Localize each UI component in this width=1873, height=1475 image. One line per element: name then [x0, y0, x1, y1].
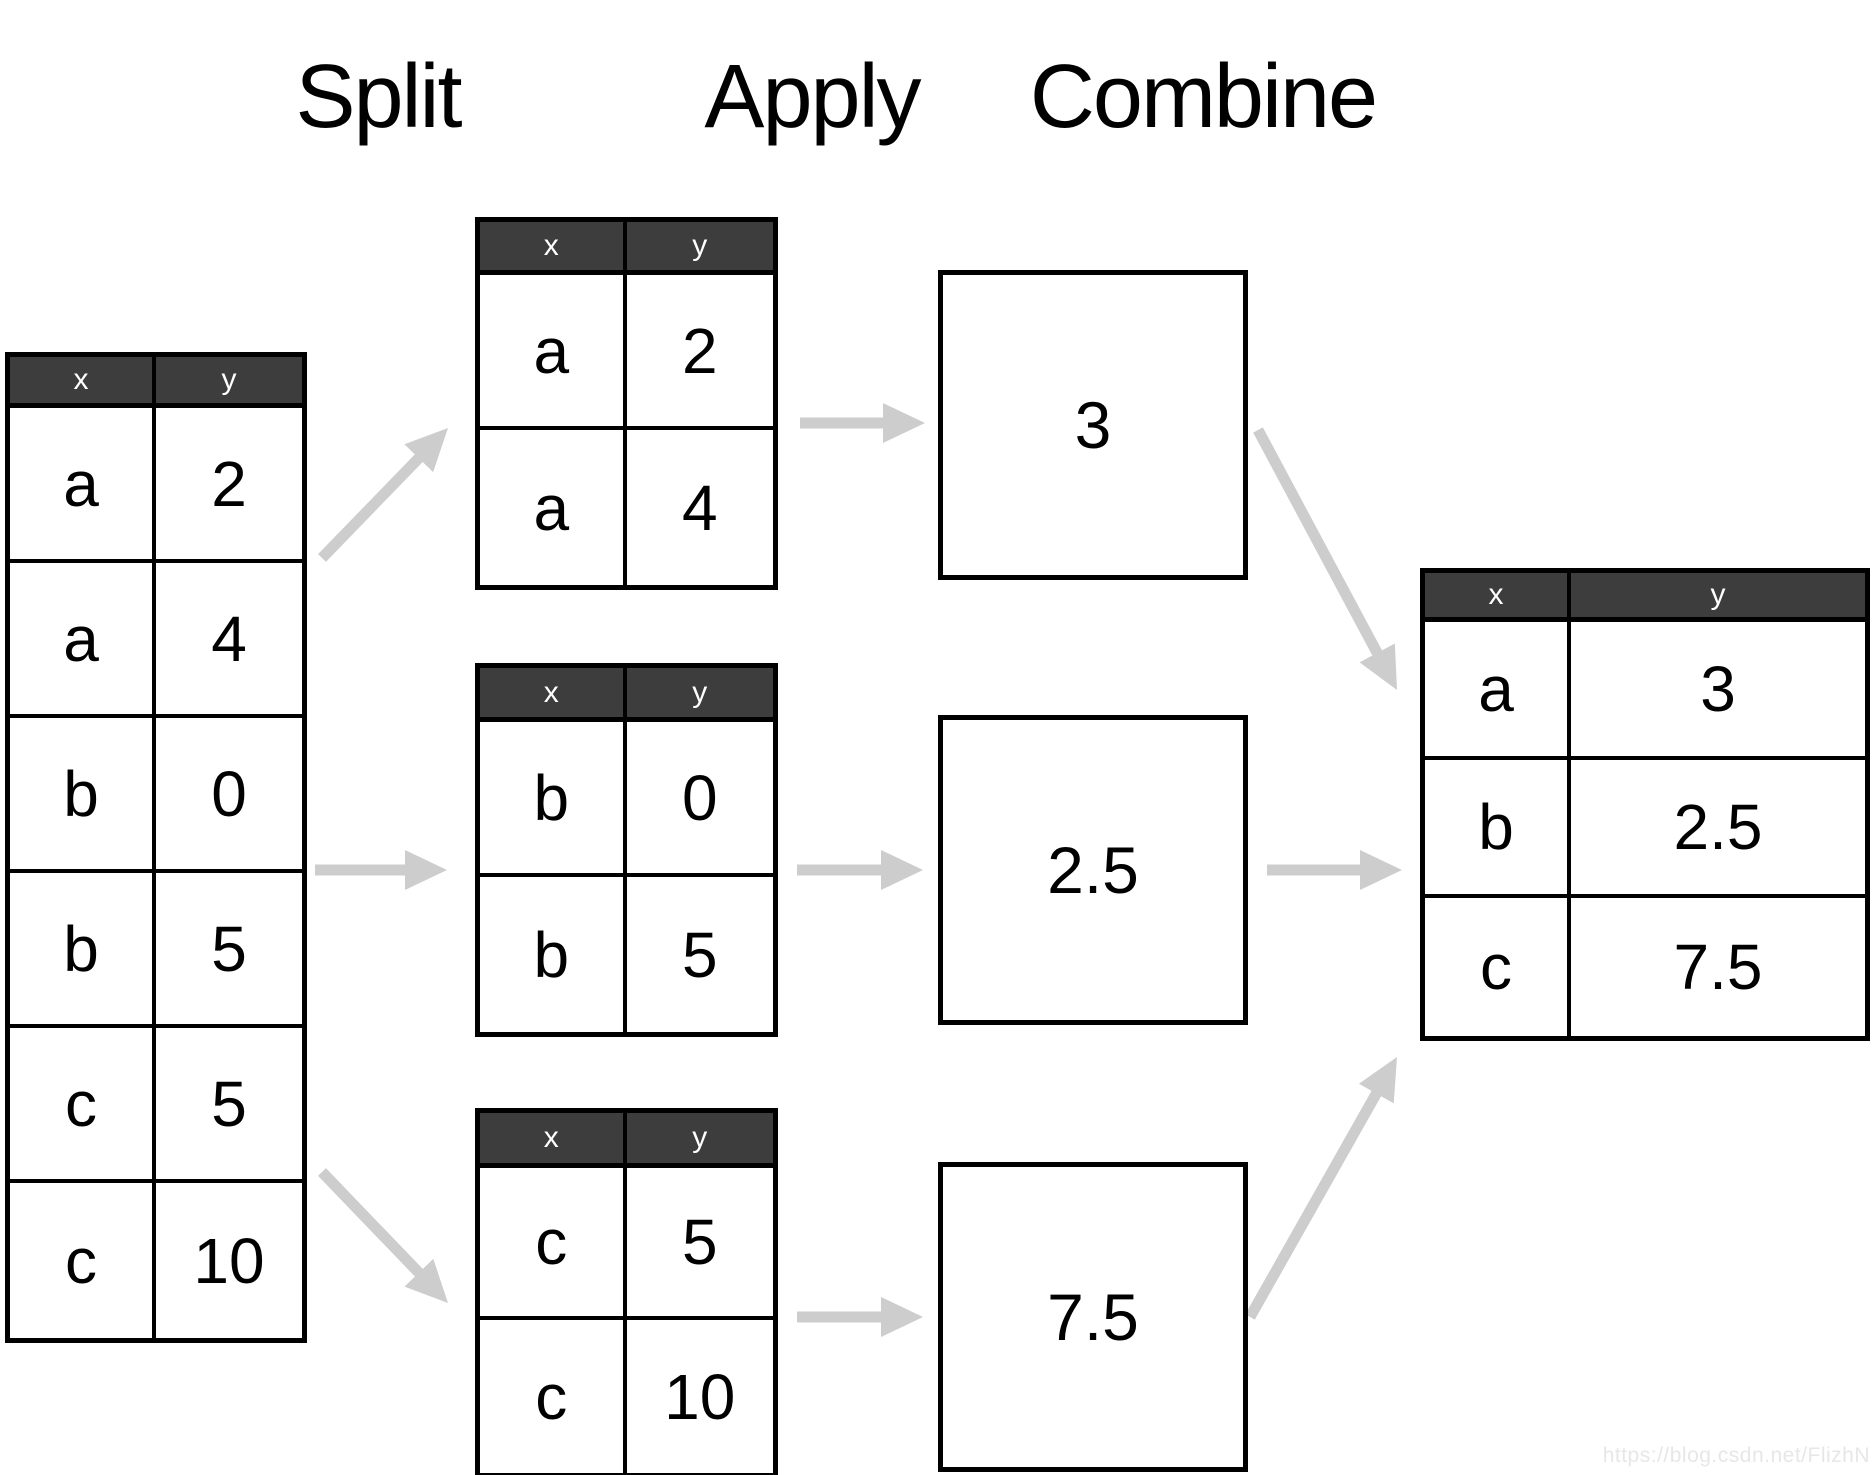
table-row: b 0	[480, 722, 773, 877]
cell-y: 5	[626, 1168, 773, 1320]
apply-value-a: 3	[1074, 388, 1112, 462]
cell-y: 4	[681, 471, 718, 544]
cell-x: a	[1425, 622, 1571, 760]
apply-value-c: 7.5	[1047, 1280, 1139, 1354]
cell-y: 3	[1571, 622, 1865, 760]
cell-x: b	[1425, 760, 1571, 898]
cell-x: a	[480, 275, 627, 430]
table-row: c 7.5	[1425, 898, 1865, 1036]
column-header-x: x	[480, 1113, 627, 1163]
cell-y: 2.5	[1571, 760, 1865, 898]
table-row: b 0	[10, 718, 302, 873]
cell-x: c	[480, 1320, 627, 1473]
split-table-b: x y b 0 b 5	[475, 663, 778, 1037]
column-header-y: y	[692, 1121, 708, 1154]
apply-box-a: 3	[938, 270, 1248, 580]
apply-box-b: 2.5	[938, 715, 1248, 1025]
source-table-header: x y	[10, 357, 302, 408]
table-row: a 4	[10, 563, 302, 718]
watermark-url: https://blog.csdn.net/FlizhN	[1602, 1444, 1870, 1467]
split-table-c: x y c 5 c 10	[475, 1108, 778, 1475]
arrow-source-to-split-b	[315, 850, 447, 890]
cell-y: 0	[156, 718, 302, 873]
table-row: b 2.5	[1425, 760, 1865, 898]
table-row: c 5	[480, 1168, 773, 1320]
split-table-a-header: x y	[480, 222, 773, 275]
arrow-apply-a-to-combine	[1253, 427, 1397, 690]
split-table-b-header: x y	[480, 668, 773, 722]
cell-y: 5	[156, 1028, 302, 1183]
table-row: c 10	[480, 1320, 773, 1473]
cell-x: c	[10, 1028, 156, 1183]
cell-y: 10	[193, 1224, 265, 1297]
cell-x: c	[1425, 898, 1571, 1036]
combine-table-header: x y	[1425, 573, 1865, 622]
table-row: c 10	[10, 1183, 302, 1338]
column-header-y: y	[692, 229, 708, 262]
cell-y: 4	[156, 563, 302, 718]
split-table-a: x y a 2 a 4	[475, 217, 778, 590]
combine-table: x y a 3 b 2.5 c 7.5	[1420, 568, 1870, 1041]
column-header-x: x	[480, 668, 627, 717]
cell-x: b	[10, 718, 156, 873]
cell-y: 7.5	[1673, 931, 1763, 1003]
column-header-x: x	[10, 357, 156, 403]
table-row: b 5	[10, 873, 302, 1028]
table-row: b 5	[480, 877, 773, 1032]
apply-box-c: 7.5	[938, 1162, 1248, 1472]
split-table-c-header: x y	[480, 1113, 773, 1168]
arrow-apply-c-to-combine	[1245, 1057, 1397, 1320]
table-row: a 3	[1425, 622, 1865, 760]
cell-x: b	[10, 873, 156, 1028]
cell-y: 5	[681, 918, 718, 991]
cell-x: a	[10, 563, 156, 718]
column-header-y: y	[221, 363, 237, 396]
apply-value-b: 2.5	[1047, 833, 1139, 907]
column-header-x: x	[480, 222, 627, 270]
column-header-y: y	[692, 675, 708, 709]
cell-x: c	[480, 1168, 627, 1320]
table-row: c 5	[10, 1028, 302, 1183]
title-apply: Apply	[704, 47, 921, 147]
cell-y: 5	[156, 873, 302, 1028]
table-row: a 4	[480, 430, 773, 585]
table-row: a 2	[10, 408, 302, 563]
arrow-source-to-split-a	[318, 428, 448, 562]
arrow-split-b-to-apply-b	[797, 850, 923, 890]
arrow-split-c-to-apply-c	[797, 1297, 923, 1337]
arrow-source-to-split-c	[318, 1168, 448, 1303]
title-combine: Combine	[1029, 47, 1378, 147]
cell-y: 2	[626, 275, 773, 430]
table-row: a 2	[480, 275, 773, 430]
cell-x: c	[10, 1183, 156, 1338]
cell-x: b	[480, 722, 627, 877]
cell-x: a	[480, 430, 627, 585]
arrow-apply-b-to-combine	[1267, 850, 1402, 890]
arrow-split-a-to-apply-a	[800, 403, 925, 443]
cell-y: 2	[156, 408, 302, 563]
source-table: x y a 2 a 4 b 0 b 5 c 5 c 10	[5, 352, 307, 1343]
cell-y: 10	[664, 1360, 736, 1433]
title-split: Split	[295, 47, 462, 147]
column-header-x: x	[1425, 573, 1571, 617]
cell-y: 0	[626, 722, 773, 877]
column-header-y: y	[1710, 578, 1726, 611]
cell-x: a	[10, 408, 156, 563]
cell-x: b	[480, 877, 627, 1032]
